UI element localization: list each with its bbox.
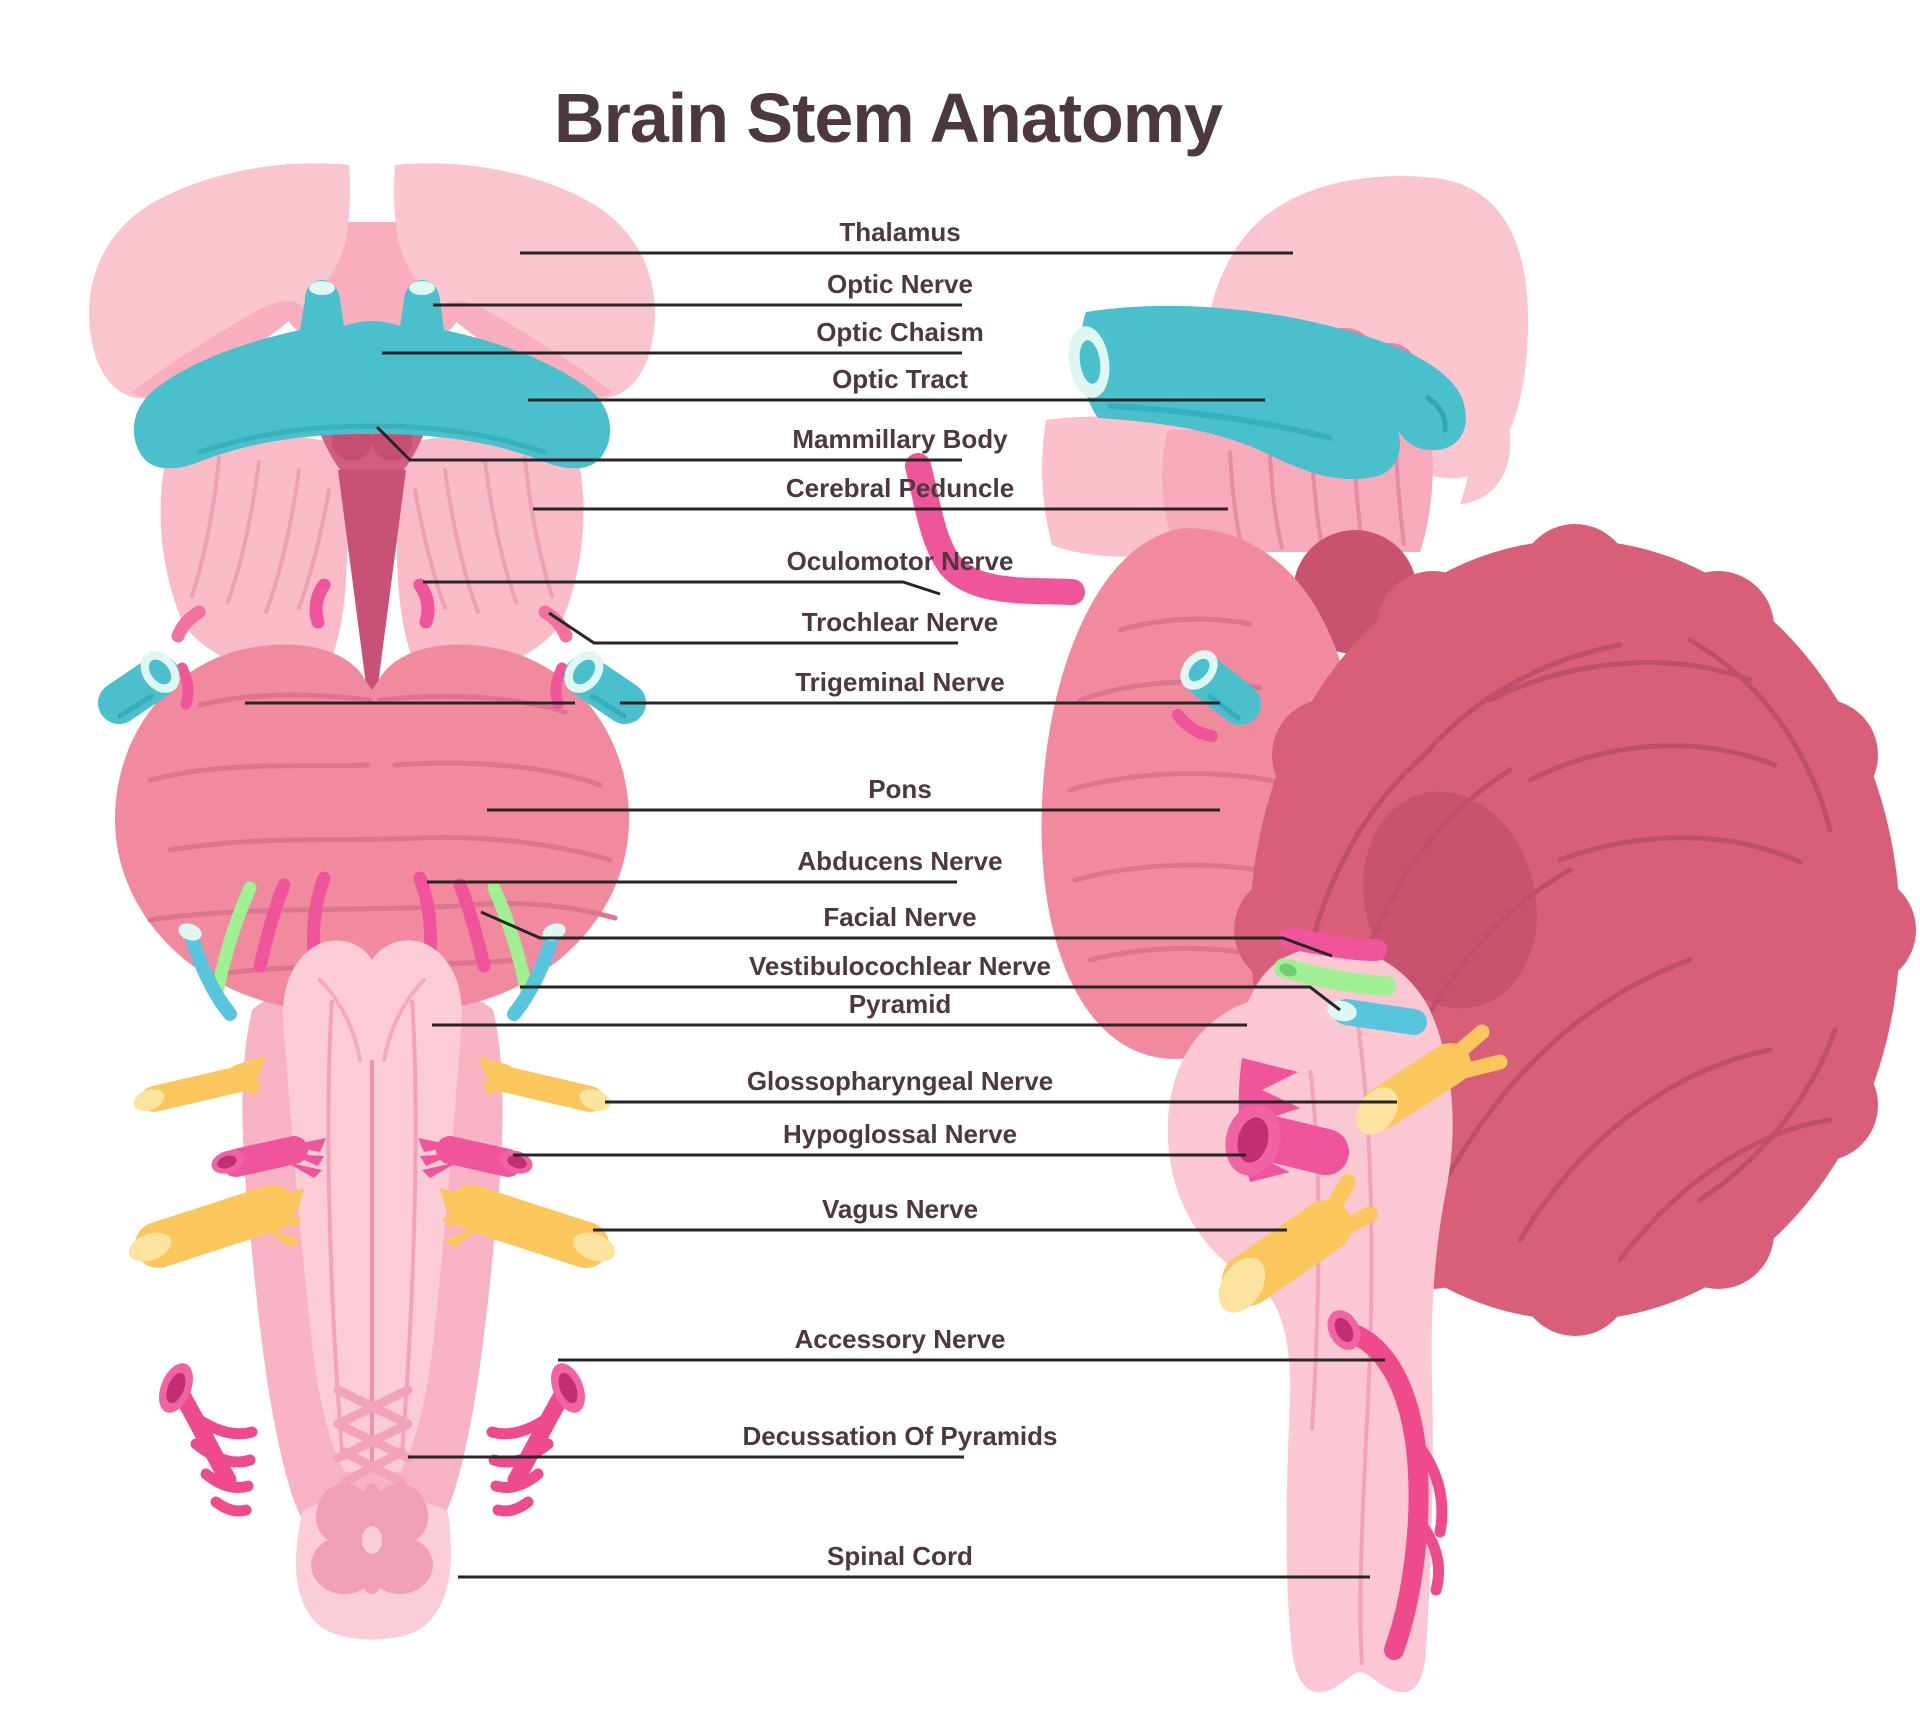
lateral-view-illustration [905, 176, 1916, 1693]
label-thalamus: Thalamus [839, 217, 961, 247]
vagus-nerve-lateral [1218, 1174, 1378, 1313]
posterior-view-illustration [88, 163, 656, 1640]
label-vagus-nerve: Vagus Nerve [821, 1194, 979, 1224]
spinal-cord-section-shape [296, 1483, 451, 1640]
leader-lines [245, 251, 1397, 1579]
facial-nerve-lateral [1279, 927, 1387, 961]
optic-chiasm-shape [133, 280, 611, 469]
label-vestibulocochlear-nerve: Vestibulocochlear Nerve [748, 951, 1052, 981]
label-hypoglossal-nerve: Hypoglossal Nerve [782, 1119, 1018, 1149]
diagram-title: Brain Stem Anatomy [554, 79, 1223, 157]
facial-nerve-shape [453, 878, 491, 973]
label-pyramid: Pyramid [848, 989, 952, 1019]
pyramids-shape [283, 940, 462, 1472]
vagus-nerve-shape [449, 1185, 609, 1268]
label-cerebral-peduncle: Cerebral Peduncle [785, 473, 1015, 503]
vestibulocochlear-nerve-shape [507, 928, 560, 1021]
hypothalamus-shape [1042, 416, 1198, 557]
label-pons: Pons [868, 774, 932, 804]
label-mammillary-body: Mammillary Body [792, 424, 1008, 454]
intermediate-nerve-shape [487, 881, 533, 995]
accessory-nerve-shape [152, 1358, 585, 1511]
thalamus-wrap-shape [1454, 348, 1511, 504]
cerebral-peduncle-columns-shape [158, 431, 584, 677]
leader-line-trochlear-nerve [548, 611, 958, 645]
leader-line-vestibulocochlear-nerve [520, 985, 1341, 1012]
hypoglossal-nerve-lateral [1225, 1104, 1349, 1176]
pons-shape [114, 644, 630, 1017]
label-oculomotor-nerve: Oculomotor Nerve [786, 546, 1014, 576]
label-glossopharyngeal-nerve: Glossopharyngeal Nerve [746, 1066, 1054, 1096]
lateral-medulla-nerves [125, 1056, 616, 1268]
thalamus-wings-shape [88, 163, 656, 399]
glossopharyngeal-nerve-shape [487, 1065, 603, 1112]
accessory-nerve-lateral [1327, 1310, 1448, 1660]
leader-line-oculomotor-nerve [423, 580, 941, 596]
label-optic-chiasm: Optic Chaism [816, 317, 984, 347]
label-trochlear-nerve: Trochlear Nerve [801, 607, 999, 637]
decussation-of-pyramids-shape [333, 1385, 413, 1487]
median-groove-shape [338, 470, 406, 700]
label-facial-nerve: Facial Nerve [823, 902, 977, 932]
hypoglossal-nerve-shape [436, 1136, 522, 1177]
label-decussation-of-pyramids: Decussation Of Pyramids [742, 1421, 1058, 1451]
cranial-nerve-stubs [178, 578, 573, 643]
oculomotor-nerve-shape [905, 453, 1085, 605]
label-optic-nerve: Optic Nerve [827, 269, 973, 299]
intermediate-nerve-lateral [1274, 958, 1396, 996]
abducens-nerve-shape [413, 871, 437, 959]
leader-line-mammillary-body [375, 425, 962, 462]
label-spinal-cord: Spinal Cord [827, 1541, 973, 1571]
optic-nerve-opening [309, 281, 335, 295]
label-optic-tract: Optic Tract [832, 364, 968, 394]
trigeminal-nerve-stub-lateral [1172, 650, 1261, 742]
label-trigeminal-nerve: Trigeminal Nerve [795, 667, 1005, 697]
optic-nerve-opening [409, 281, 435, 295]
pontomedullary-nerves [176, 871, 566, 1021]
optic-tract-shape [1068, 305, 1466, 480]
leader-line-facial-nerve [480, 910, 1333, 958]
trigeminal-nerve-stub [119, 643, 646, 716]
label-abducens-nerve: Abducens Nerve [797, 846, 1003, 876]
label-accessory-nerve: Accessory Nerve [794, 1324, 1006, 1354]
